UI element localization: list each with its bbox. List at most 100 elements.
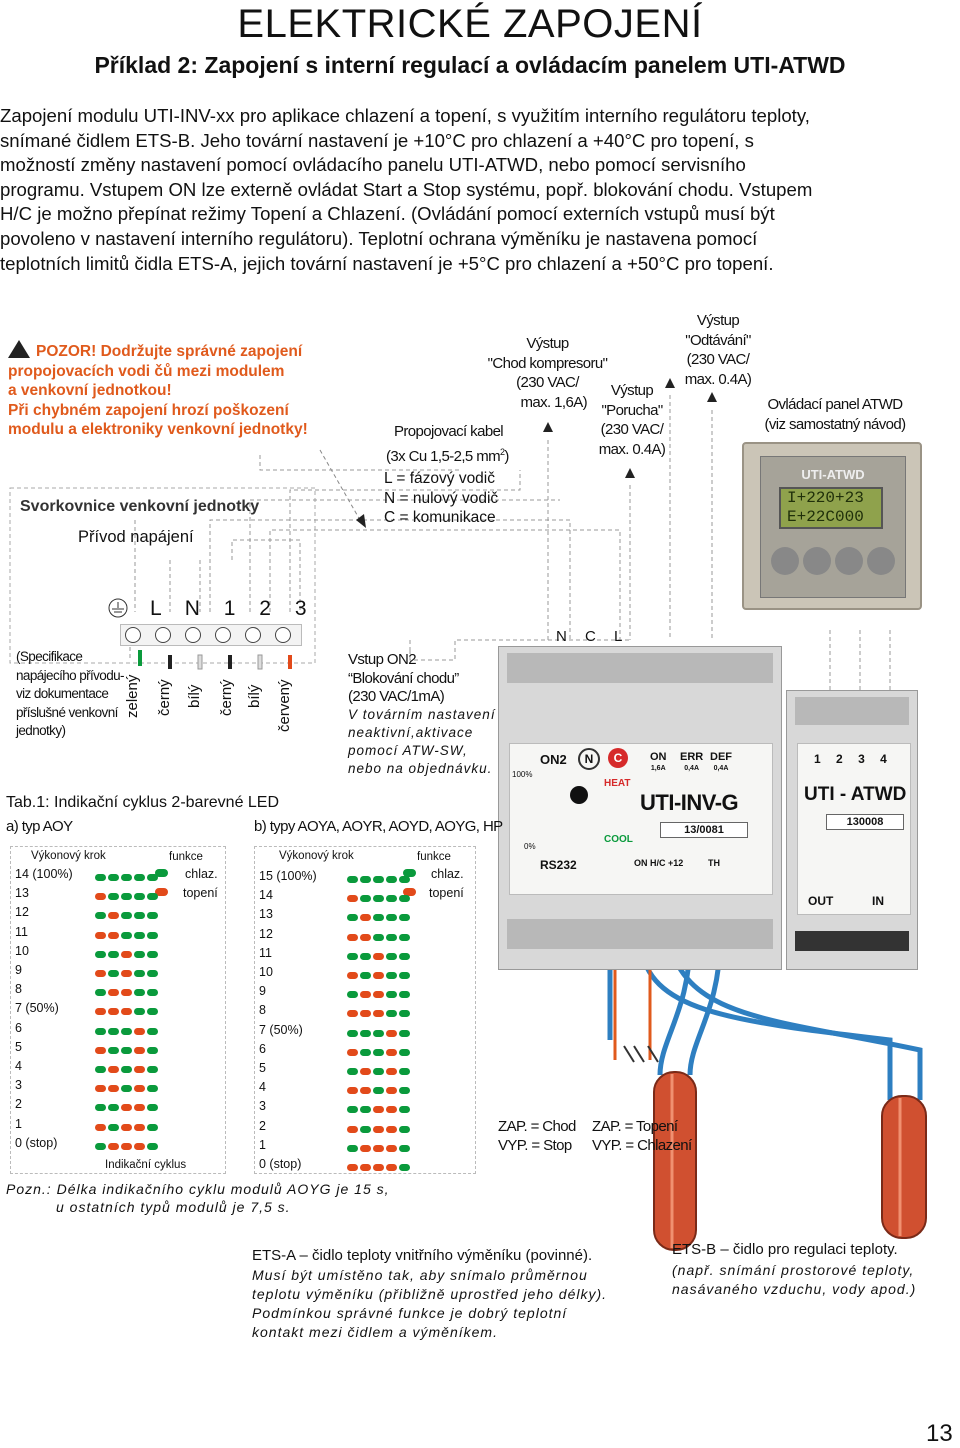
right-arrow-button[interactable] (835, 547, 863, 575)
table-a-label: a) typ AOY (6, 818, 73, 835)
led-cycle-dots (347, 910, 412, 924)
green-led-dot (360, 1048, 371, 1056)
green-led-dot (95, 1027, 106, 1035)
module-terminal-labels: N C L (556, 628, 622, 645)
on-label: ON (650, 751, 667, 763)
terminal-label: 2 (259, 597, 281, 620)
intro-line: H/C je možno přepínat režimy Topení a Ch… (0, 203, 775, 225)
heat-label: HEAT (604, 778, 631, 789)
red-led-dot (121, 989, 132, 997)
led-cycle-dots (95, 1043, 160, 1057)
green-led-dot (147, 1027, 158, 1035)
green-led-dot (108, 970, 119, 977)
output-line: (230 VAC/ (516, 374, 579, 391)
green-led-dot (347, 952, 358, 960)
atwd-control-panel: UTI-ATWD I+220+23 E+22C000 (742, 442, 922, 610)
row-step-label: 2 (15, 1097, 22, 1112)
table-row: 7 (50%) (259, 1023, 410, 1037)
output-line: Výstup (526, 335, 569, 352)
terminal-screw (215, 627, 231, 643)
number-label: 3 (858, 752, 865, 766)
table-row: 6 (259, 1042, 410, 1056)
green-led-dot (147, 931, 158, 939)
table-row: 1 (259, 1138, 410, 1152)
warning-box: POZOR! Dodržujte správné zapojení propoj… (8, 340, 358, 440)
left-arrow-button[interactable] (803, 547, 831, 575)
red-led-dot (360, 1164, 371, 1171)
green-led-dot (147, 970, 158, 977)
table-row: 5 (15, 1040, 158, 1054)
green-led-dot (147, 1104, 158, 1112)
table-b: Výkonový krok funkce chlaz. topení 15 (1… (254, 846, 476, 1174)
green-led-dot (360, 1125, 371, 1133)
warning-text: a venkovní jednotkou! (8, 382, 172, 399)
page-title: ELEKTRICKÉ ZAPOJENÍ (237, 2, 703, 46)
output-line: max. 0.4A) (684, 370, 752, 388)
red-led-dot (386, 1087, 397, 1095)
red-led-dot (360, 933, 371, 941)
green-led-dot (399, 1087, 410, 1095)
err-label: ERR (680, 751, 704, 763)
green-led-dot (360, 1106, 371, 1114)
led-cycle-dots (347, 1083, 412, 1097)
red-led-dot (347, 933, 358, 941)
row-step-label: 12 (15, 905, 29, 920)
row-step-label: 13 (259, 907, 273, 922)
function-label: chlaz. (431, 867, 464, 881)
top-terminal-row (507, 653, 773, 683)
terminal-screw (275, 627, 291, 643)
row-step-label: 11 (259, 945, 272, 960)
output-line: "Odtávání" (685, 331, 751, 349)
potentiometer-knob[interactable] (570, 786, 588, 804)
green-led-dot (95, 989, 106, 997)
percent-0: 0% (524, 842, 536, 851)
red-led-dot (108, 1142, 119, 1150)
ets-a-probe (653, 1071, 697, 1251)
led-cycle-dots (95, 870, 160, 884)
down-arrow-button[interactable] (867, 547, 895, 575)
intro-line: programu. Vstupem ON lze externě ovládat… (0, 178, 813, 200)
green-led-dot (399, 895, 410, 903)
up-arrow-button[interactable] (771, 547, 799, 575)
note-line: viz dokumentace (16, 686, 109, 701)
led-cycle-dots (347, 949, 412, 963)
table-row: 8 (259, 1003, 410, 1018)
table-row: 10 (259, 965, 410, 979)
green-led-dot (347, 1068, 358, 1075)
green-led-dot (386, 972, 397, 979)
lcd-line: E+22C000 (787, 508, 864, 526)
legend-line: L = fázový vodič (384, 470, 495, 487)
table-row: 10 (15, 944, 158, 958)
led-cycle-dots (95, 1004, 160, 1018)
number-label: 2 (836, 752, 843, 766)
green-led-dot (134, 912, 145, 920)
green-led-dot (121, 1085, 132, 1093)
led-cycle-dots (347, 1141, 412, 1155)
red-led-dot (360, 991, 371, 999)
row-step-label: 11 (15, 924, 28, 939)
desc-line: teplotu výměníku (přibližně uprostřed je… (252, 1286, 608, 1302)
ets-a-title: ETS-A – čidlo teploty vnitřního výměníku… (252, 1247, 593, 1264)
supply-spec-note: (Specifikace napájecího přívodu- viz dok… (16, 648, 125, 741)
red-led-dot (347, 1125, 358, 1133)
green-led-dot (121, 1027, 132, 1035)
green-led-dot (399, 876, 410, 883)
row-step-label: 3 (259, 1099, 266, 1114)
green-led-dot (399, 972, 410, 979)
red-led-dot (347, 972, 358, 979)
warning-text: Při chybném zapojení hrozí poškození (8, 401, 289, 419)
warning-text: Dodržujte správné zapojení (96, 343, 303, 360)
module-name: UTI-INV-G (640, 790, 739, 815)
wire-color-label: červený (276, 679, 293, 732)
wire-color-label: černý (156, 679, 173, 716)
led-cycle-dots (95, 1062, 160, 1076)
legend-line: N = nulový vodič (384, 489, 499, 507)
panel-caption-line: (viz samostatný návod) (764, 415, 906, 433)
wire-color-label: bílý (186, 684, 203, 708)
din-vents (795, 931, 909, 951)
terminal-labels: L N 1 2 3 (150, 597, 317, 621)
red-led-dot (360, 1068, 371, 1075)
cable-spec-close: ) (504, 448, 509, 465)
cable-spec-text: (3x Cu 1,5-2,5 mm (386, 448, 501, 465)
